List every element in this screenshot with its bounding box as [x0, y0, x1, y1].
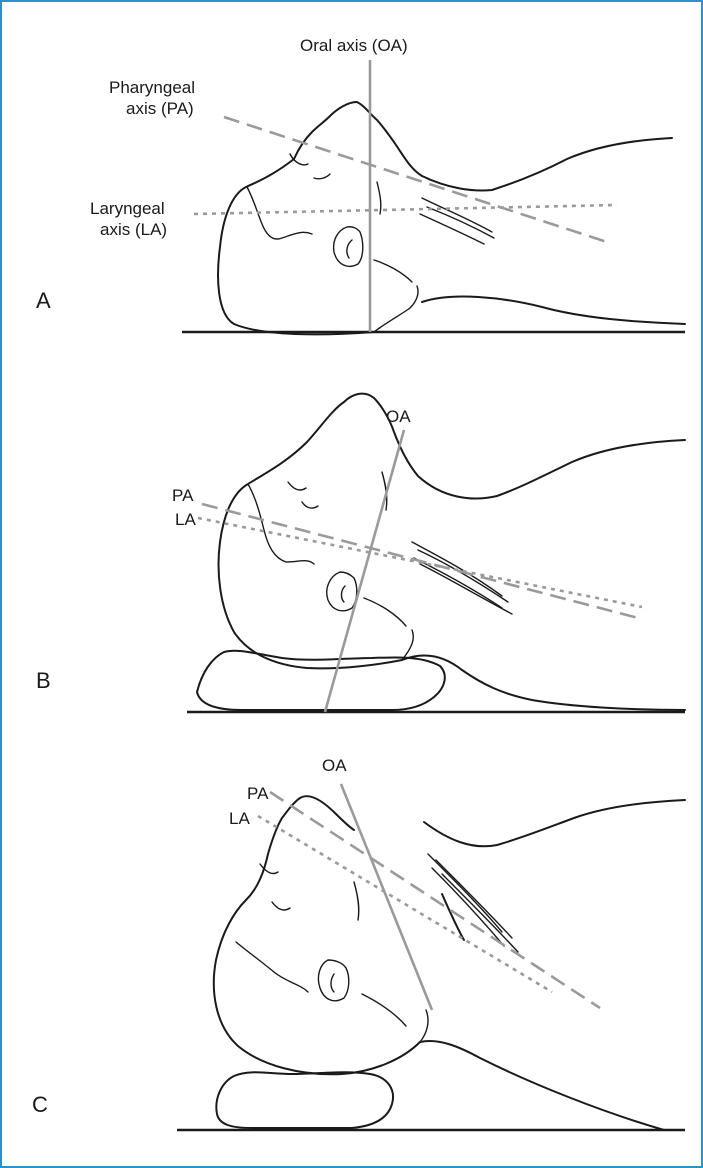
panel-a-label: A [36, 288, 51, 313]
panel-c-pharyngeal-axis-label: PA [247, 784, 269, 803]
panel-b-pharyngeal-axis-label: PA [172, 486, 194, 505]
panel-a: Oral axis (OA) Pharyngeal axis (PA) Lary… [36, 36, 685, 334]
panel-c-pharyngeal-axis [270, 792, 600, 1008]
panel-a-head-outline [218, 102, 685, 334]
panel-a-oral-axis-label: Oral axis (OA) [300, 36, 408, 55]
panel-c-head-outline [214, 796, 685, 1130]
panel-b-pharyngeal-axis [202, 504, 642, 619]
panel-b-pillow [197, 651, 445, 710]
panel-c-label: C [32, 1092, 48, 1117]
panel-c-oral-axis-label: OA [322, 756, 347, 775]
panel-c: OA PA LA C [32, 756, 685, 1130]
panel-a-laryngeal-axis-label-line2: axis (LA) [100, 220, 167, 239]
panel-a-pharyngeal-axis-label-line2: axis (PA) [126, 99, 194, 118]
panel-c-oral-axis [341, 784, 432, 1010]
panel-a-laryngeal-axis-label-line1: Laryngeal [90, 199, 165, 218]
panel-a-pharyngeal-axis [224, 117, 607, 242]
panel-b-label: B [36, 668, 51, 693]
panel-b-head-outline [219, 394, 685, 710]
panel-c-laryngeal-axis-label: LA [229, 809, 250, 828]
panel-a-laryngeal-axis [194, 205, 617, 214]
panel-c-pillow [216, 1072, 393, 1128]
panel-b-laryngeal-axis-label: LA [175, 510, 196, 529]
panel-b-oral-axis [325, 430, 404, 712]
panel-b: OA PA LA B [36, 394, 685, 712]
panel-a-pharyngeal-axis-label-line1: Pharyngeal [109, 78, 195, 97]
panel-b-oral-axis-label: OA [386, 407, 411, 426]
